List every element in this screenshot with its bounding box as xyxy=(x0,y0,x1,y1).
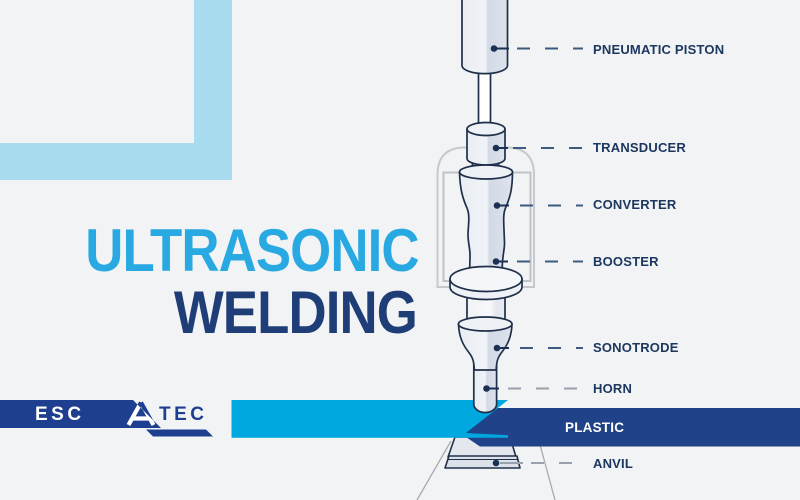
label-pneumatic-piston: PNEUMATIC PISTON xyxy=(593,42,725,57)
page-title: ULTRASONIC WELDING xyxy=(40,217,419,346)
top-plastic-sheet xyxy=(231,400,508,438)
label-transducer: TRANSDUCER xyxy=(593,140,686,155)
pneumatic-piston-shape xyxy=(461,0,509,75)
logo-underline xyxy=(146,429,213,437)
logo-banner xyxy=(0,400,161,428)
welding-stack xyxy=(449,0,523,327)
escatec-logo xyxy=(0,400,213,437)
label-horn: HORN xyxy=(593,381,633,396)
title-line-welding: WELDING xyxy=(173,279,418,346)
logo-text-esc: ESC xyxy=(35,404,85,425)
label-anvil: ANVIL xyxy=(593,456,633,471)
title-line-ultrasonic: ULTRASONIC xyxy=(85,217,419,284)
label-sonotrode: SONOTRODE xyxy=(593,340,679,355)
label-plastic: PLASTIC xyxy=(565,420,625,435)
frame-corner-horizontal-bar xyxy=(0,143,232,180)
piston-rod xyxy=(477,71,492,129)
logo-text-tec: TEC xyxy=(159,404,208,425)
converter-booster-shape xyxy=(458,171,514,270)
leader-dots xyxy=(483,45,501,467)
leader-lines xyxy=(483,45,583,467)
perspective-lines xyxy=(416,440,556,500)
label-converter: CONVERTER xyxy=(593,197,677,212)
logo-a-glyph xyxy=(126,401,156,427)
bottom-plastic-sheet xyxy=(423,408,800,447)
sonotrode-shape xyxy=(457,316,513,371)
label-booster: BOOSTER xyxy=(593,254,659,269)
